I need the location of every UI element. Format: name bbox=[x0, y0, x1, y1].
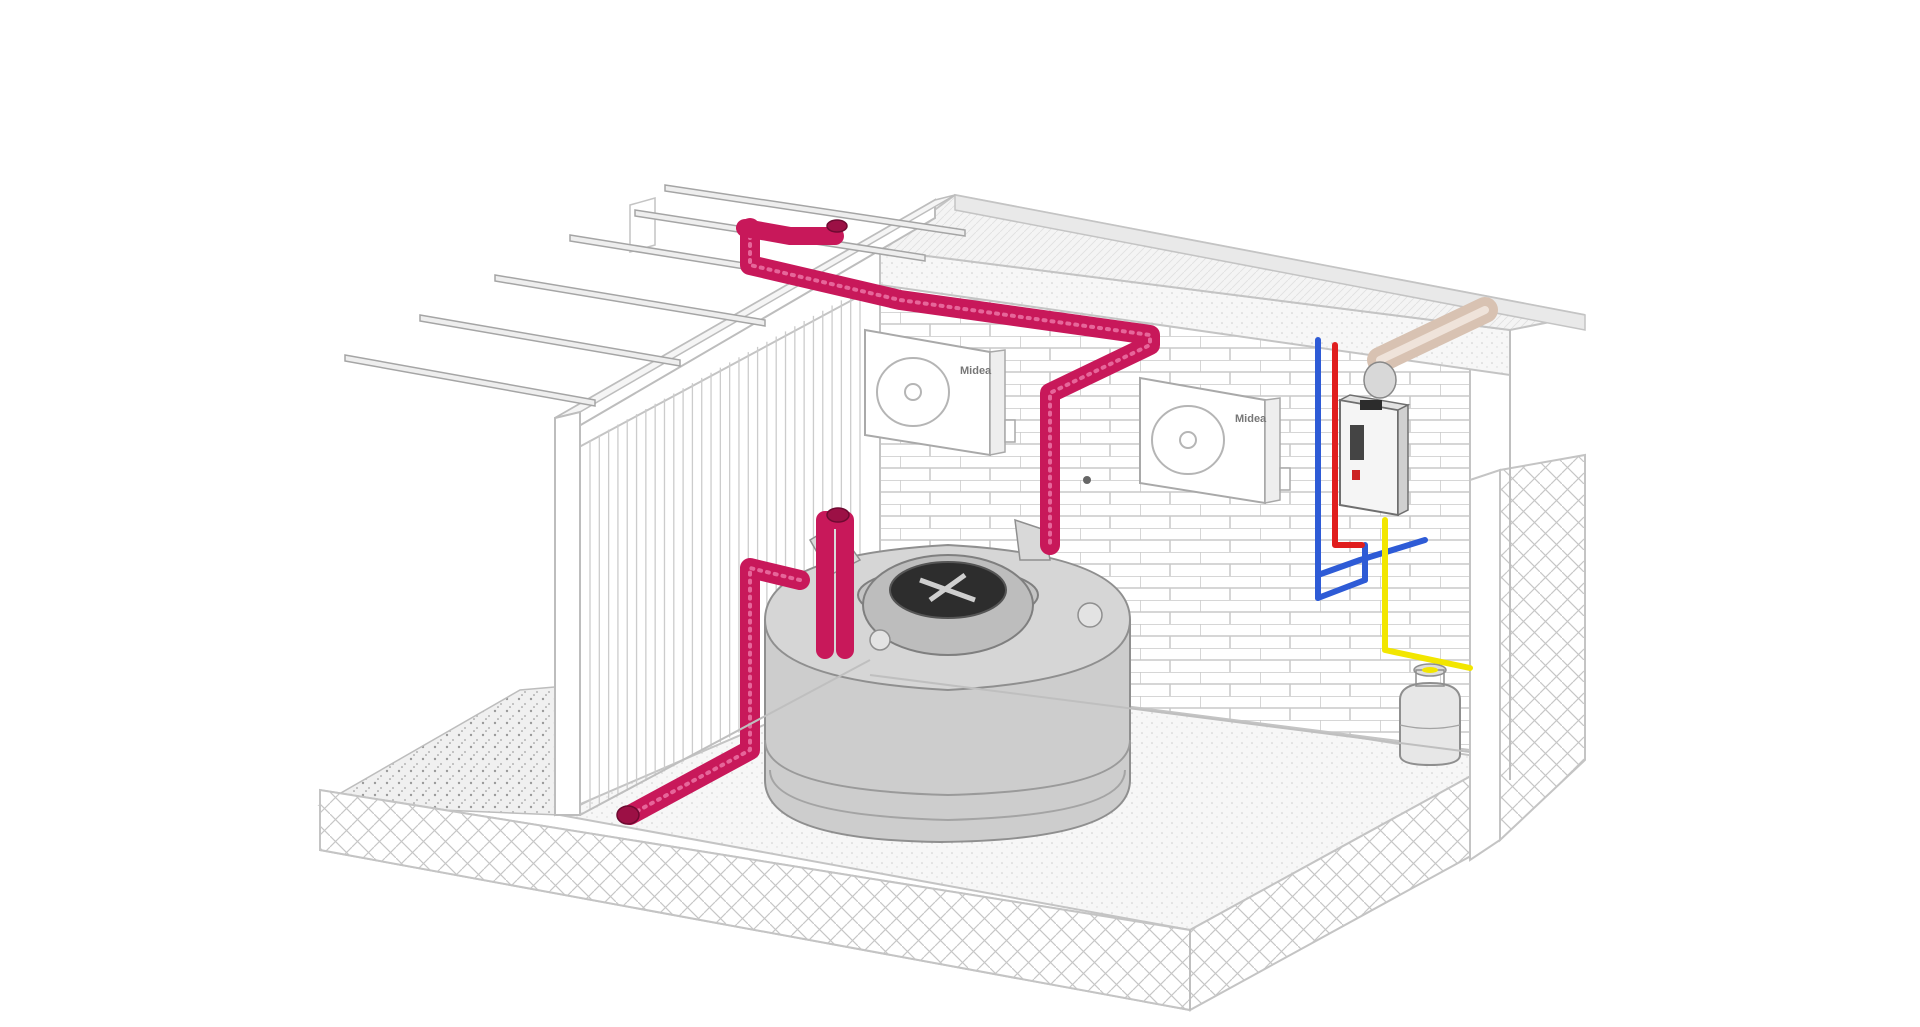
condenser-unit-1: Midea bbox=[864, 328, 1016, 457]
pergola-slat bbox=[664, 184, 966, 237]
wall-outlet-dot bbox=[1083, 476, 1091, 484]
drain-pipe-system bbox=[616, 218, 1160, 825]
retaining-wall-right bbox=[1469, 453, 1586, 862]
pergola-slat bbox=[494, 274, 766, 327]
ac-brand-label-1: Midea bbox=[960, 365, 992, 377]
water-supply-pipes bbox=[1315, 337, 1473, 671]
condenser-unit-2: Midea bbox=[1139, 376, 1291, 505]
pergola-slat bbox=[344, 354, 596, 407]
floor-edges bbox=[579, 659, 1471, 816]
pergola-slat bbox=[419, 314, 681, 367]
exhaust-flue-icon bbox=[1363, 297, 1498, 399]
ac-brand-label-2: Midea bbox=[1235, 413, 1267, 425]
tankless-water-heater-icon bbox=[1337, 394, 1411, 517]
